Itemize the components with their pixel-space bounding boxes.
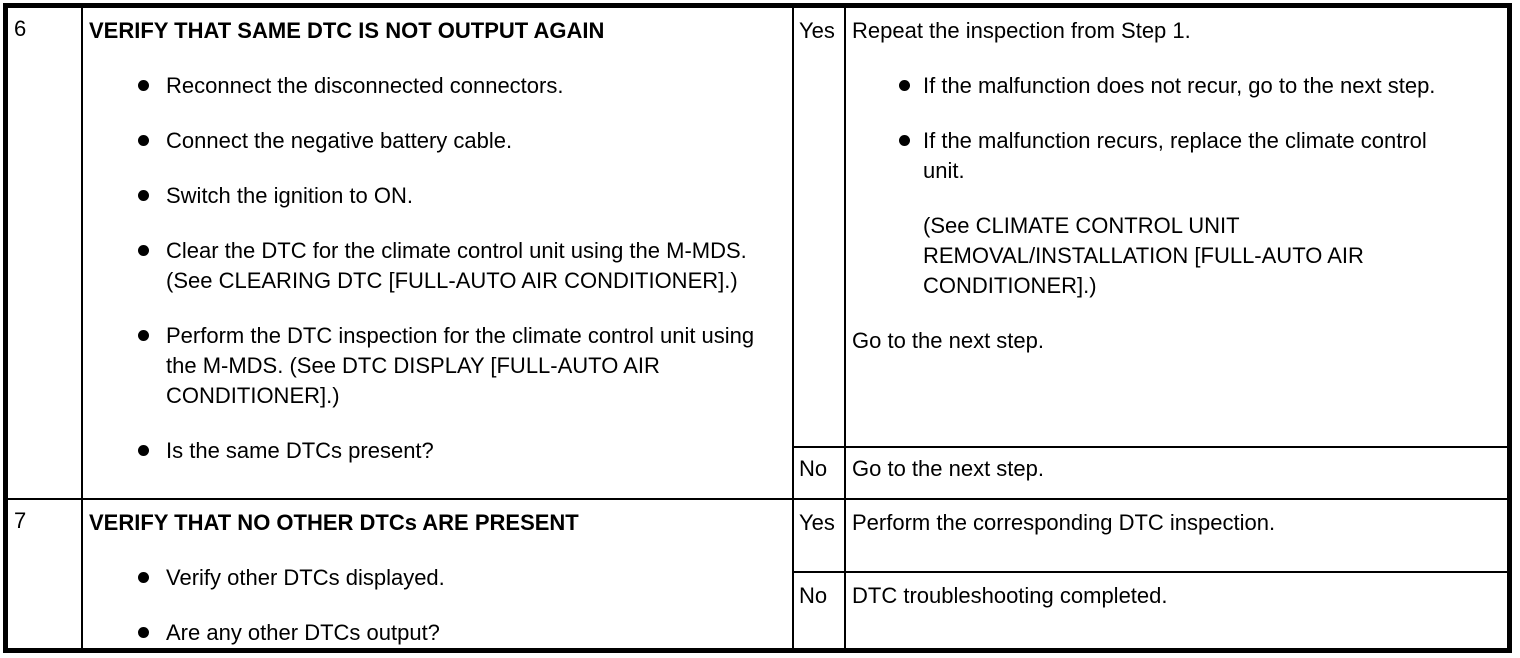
list-item: Clear the DTC for the climate control un… (83, 236, 792, 296)
list-item: Is the same DTCs present? (83, 436, 792, 466)
action-note: (See CLIMATE CONTROL UNIT REMOVAL/INSTAL… (923, 213, 1364, 298)
action-cell: Go to the next step. (846, 448, 1507, 498)
list-item: Perform the DTC inspection for the clima… (83, 321, 792, 411)
action-cell: Repeat the inspection from Step 1. If th… (846, 8, 1507, 446)
list-item: Switch the ignition to ON. (83, 181, 792, 211)
inspection-title: VERIFY THAT SAME DTC IS NOT OUTPUT AGAIN (89, 18, 605, 43)
action-text: Perform the corresponding DTC inspection… (852, 510, 1276, 535)
list-item-text: If the malfunction recurs, replace the c… (923, 128, 1427, 183)
branches: Yes Perform the corresponding DTC inspec… (794, 500, 1507, 648)
no-label: No (799, 583, 828, 608)
list-item: If the malfunction recurs, replace the c… (846, 126, 1507, 186)
list-item-text: Verify other DTCs displayed. (166, 565, 445, 590)
bullet-icon (138, 80, 149, 91)
action-intro: Repeat the inspection from Step 1. (852, 18, 1191, 43)
troubleshooting-table: 6 VERIFY THAT SAME DTC IS NOT OUTPUT AGA… (3, 3, 1512, 653)
step-row-6: 6 VERIFY THAT SAME DTC IS NOT OUTPUT AGA… (8, 8, 1507, 500)
no-label-cell: No (794, 448, 846, 498)
step-number: 7 (14, 508, 27, 533)
yes-label-cell: Yes (794, 500, 846, 571)
yes-label: Yes (799, 510, 835, 535)
bullet-icon (138, 627, 149, 638)
no-branch: No DTC troubleshooting completed. (794, 573, 1507, 648)
step-number-cell: 6 (8, 8, 83, 498)
list-item-text: Are any other DTCs output? (166, 620, 440, 645)
inspection-cell: VERIFY THAT SAME DTC IS NOT OUTPUT AGAIN… (83, 8, 794, 498)
action-text: DTC troubleshooting completed. (852, 583, 1168, 608)
bullet-icon (138, 445, 149, 456)
step-row-7: 7 VERIFY THAT NO OTHER DTCs ARE PRESENT … (8, 500, 1507, 648)
yes-label-cell: Yes (794, 8, 846, 446)
list-item: Are any other DTCs output? (83, 618, 792, 648)
yes-branch: Yes Repeat the inspection from Step 1. I… (794, 8, 1507, 448)
bullet-icon (138, 245, 149, 256)
step-number-cell: 7 (8, 500, 83, 648)
yes-label: Yes (799, 18, 835, 43)
no-branch: No Go to the next step. (794, 448, 1507, 498)
bullet-icon (899, 80, 910, 91)
action-cell: DTC troubleshooting completed. (846, 573, 1507, 648)
list-item-text: Reconnect the disconnected connectors. (166, 73, 564, 98)
list-item-text: Clear the DTC for the climate control un… (166, 238, 747, 293)
list-item: Reconnect the disconnected connectors. (83, 71, 792, 101)
bullet-icon (138, 135, 149, 146)
step-number: 6 (14, 16, 27, 41)
list-item-text: Is the same DTCs present? (166, 438, 434, 463)
action-cell: Perform the corresponding DTC inspection… (846, 500, 1507, 571)
list-item-text: If the malfunction does not recur, go to… (923, 73, 1436, 98)
no-label: No (799, 456, 828, 481)
list-item: If the malfunction does not recur, go to… (846, 71, 1507, 101)
list-item-text: Switch the ignition to ON. (166, 183, 414, 208)
action-text: Go to the next step. (852, 456, 1045, 481)
bullet-icon (138, 572, 149, 583)
bullet-icon (138, 330, 149, 341)
bullet-icon (138, 190, 149, 201)
list-item-text: Perform the DTC inspection for the clima… (166, 323, 755, 408)
no-label-cell: No (794, 573, 846, 648)
action-footer: Go to the next step. (852, 328, 1045, 353)
list-item-text: Connect the negative battery cable. (166, 128, 513, 153)
bullet-icon (899, 135, 910, 146)
inspection-title: VERIFY THAT NO OTHER DTCs ARE PRESENT (89, 510, 579, 535)
list-item: Verify other DTCs displayed. (83, 563, 792, 593)
branches: Yes Repeat the inspection from Step 1. I… (794, 8, 1507, 498)
inspection-cell: VERIFY THAT NO OTHER DTCs ARE PRESENT Ve… (83, 500, 794, 648)
list-item: Connect the negative battery cable. (83, 126, 792, 156)
yes-branch: Yes Perform the corresponding DTC inspec… (794, 500, 1507, 573)
